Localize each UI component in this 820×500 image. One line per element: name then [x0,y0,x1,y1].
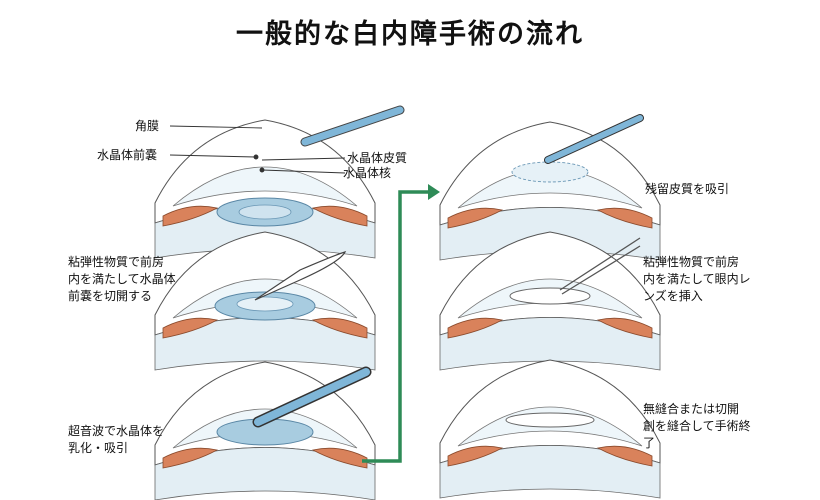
label-cornea: 角膜 [135,119,160,133]
anatomy-leader-lines [169,125,346,174]
instrument-phaco-probe [252,366,372,428]
eye-stage-completion [439,359,661,499]
step-2-caption: 超音波で水晶体を 乳化・吸引 [68,424,165,455]
page-title: 一般的な白内障手術の流れ [236,19,584,50]
instrument-aspiration [544,114,644,164]
eye-stage-iol-insertion [439,231,661,371]
step-1-caption: 粘弾性物質で前房 内を満たして水晶体 前嚢を切開する [68,255,176,303]
label-cortex: 水晶体皮質 [347,151,408,165]
flow-arrow [362,184,440,463]
eye-stage-anatomy [154,119,376,259]
instrument-forceps [559,237,641,295]
eye-stage-capsulotomy [154,231,376,371]
step-3-caption: 残留皮質を吸引 [645,182,730,196]
instrument-needle [300,105,405,147]
step-4-caption: 粘弾性物質で前房 内を満たして眼内レ ンズを挿入 [643,255,751,303]
step-5-caption: 無縫合または切開 創を縫合して手術終 了 [643,402,751,450]
instrument-cystotome [254,251,347,301]
label-anterior-capsule: 水晶体前嚢 [97,148,158,162]
label-nucleus: 水晶体核 [343,166,392,180]
